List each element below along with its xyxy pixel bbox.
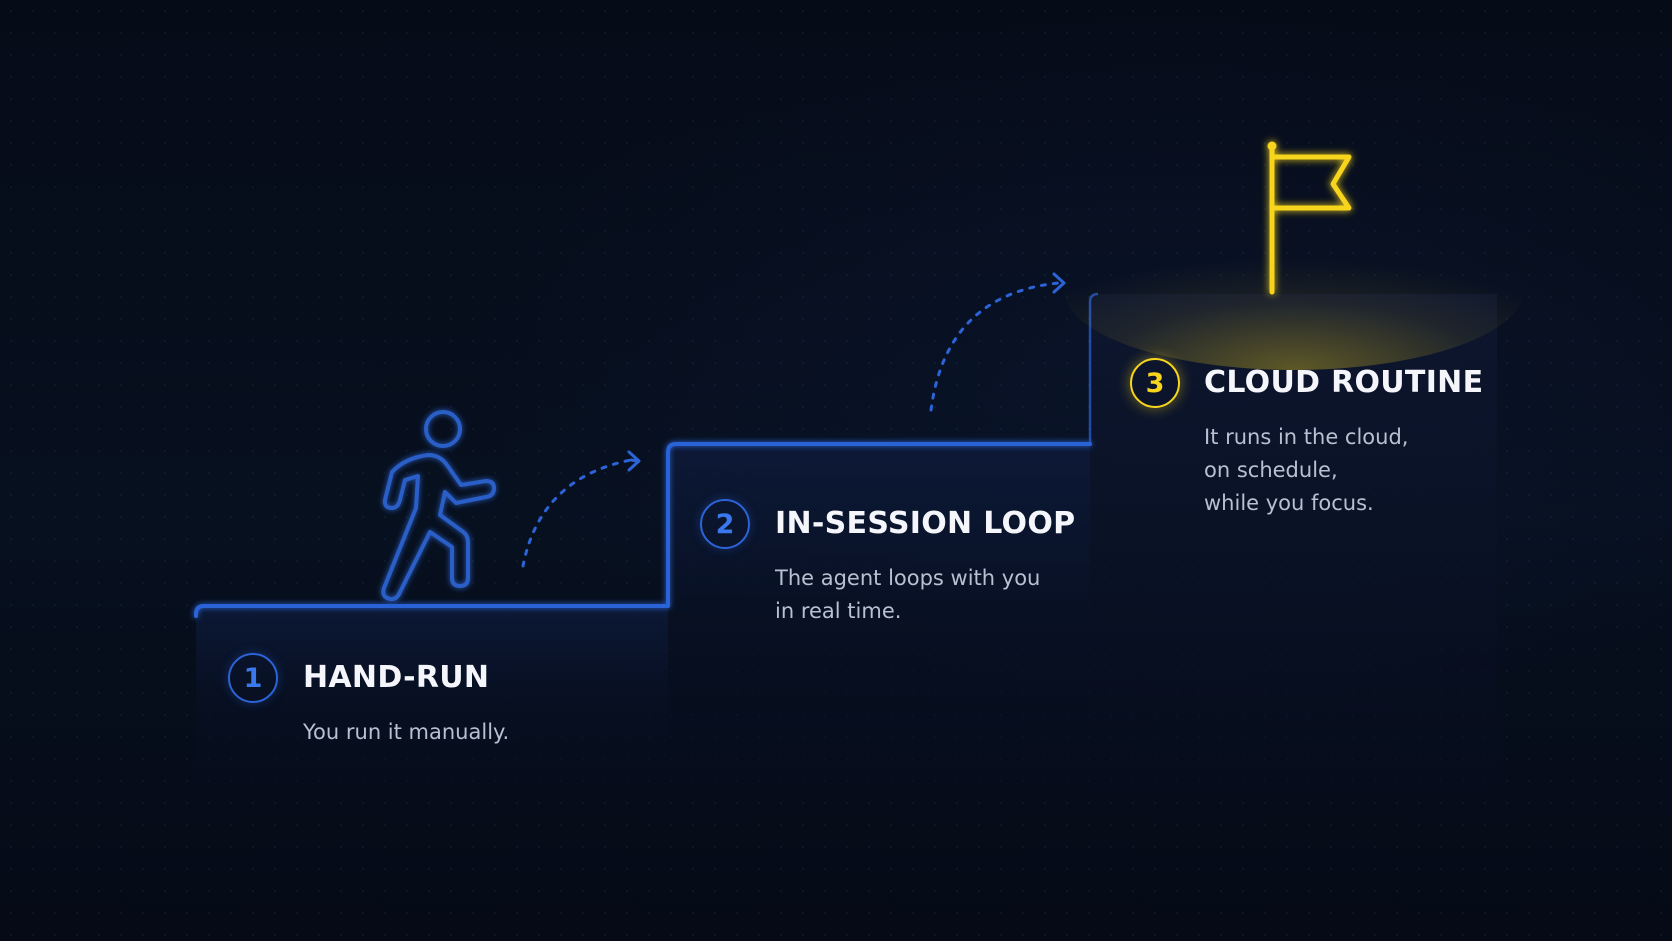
stair-outline	[194, 442, 1092, 618]
step-number-2: 2	[715, 508, 735, 540]
step-description-3-line-2: on schedule,	[1204, 458, 1338, 482]
step-title-3: CLOUD ROUTINE	[1204, 365, 1484, 400]
summit-glow	[1064, 210, 1524, 370]
step-title-2: IN-SESSION LOOP	[775, 506, 1076, 541]
step-number-badge-3: 3	[1130, 358, 1180, 408]
flag-icon	[1267, 141, 1352, 295]
step-number-badge-1: 1	[228, 653, 278, 703]
step-number-1: 1	[243, 662, 263, 694]
walking-person-icon	[381, 410, 496, 602]
step-description-3: It runs in the cloud, on schedule, while…	[1204, 421, 1408, 520]
step-description-2: The agent loops with you in real time.	[775, 562, 1040, 628]
step-number-3: 3	[1145, 367, 1165, 399]
step-description-3-line-3: while you focus.	[1204, 491, 1374, 515]
dashed-curved-arrow-icon-2	[929, 272, 1066, 412]
step-description-1-line-1: You run it manually.	[303, 720, 510, 744]
step-block-1	[195, 606, 668, 788]
step-number-badge-2: 2	[700, 499, 750, 549]
step-description-2-line-1: The agent loops with you	[775, 566, 1041, 590]
dashed-curved-arrow-icon-1	[521, 450, 641, 568]
step-description-3-line-1: It runs in the cloud,	[1204, 425, 1409, 449]
step-description-1: You run it manually.	[303, 716, 509, 749]
step-title-1: HAND-RUN	[303, 660, 490, 695]
step-description-2-line-2: in real time.	[775, 599, 902, 623]
